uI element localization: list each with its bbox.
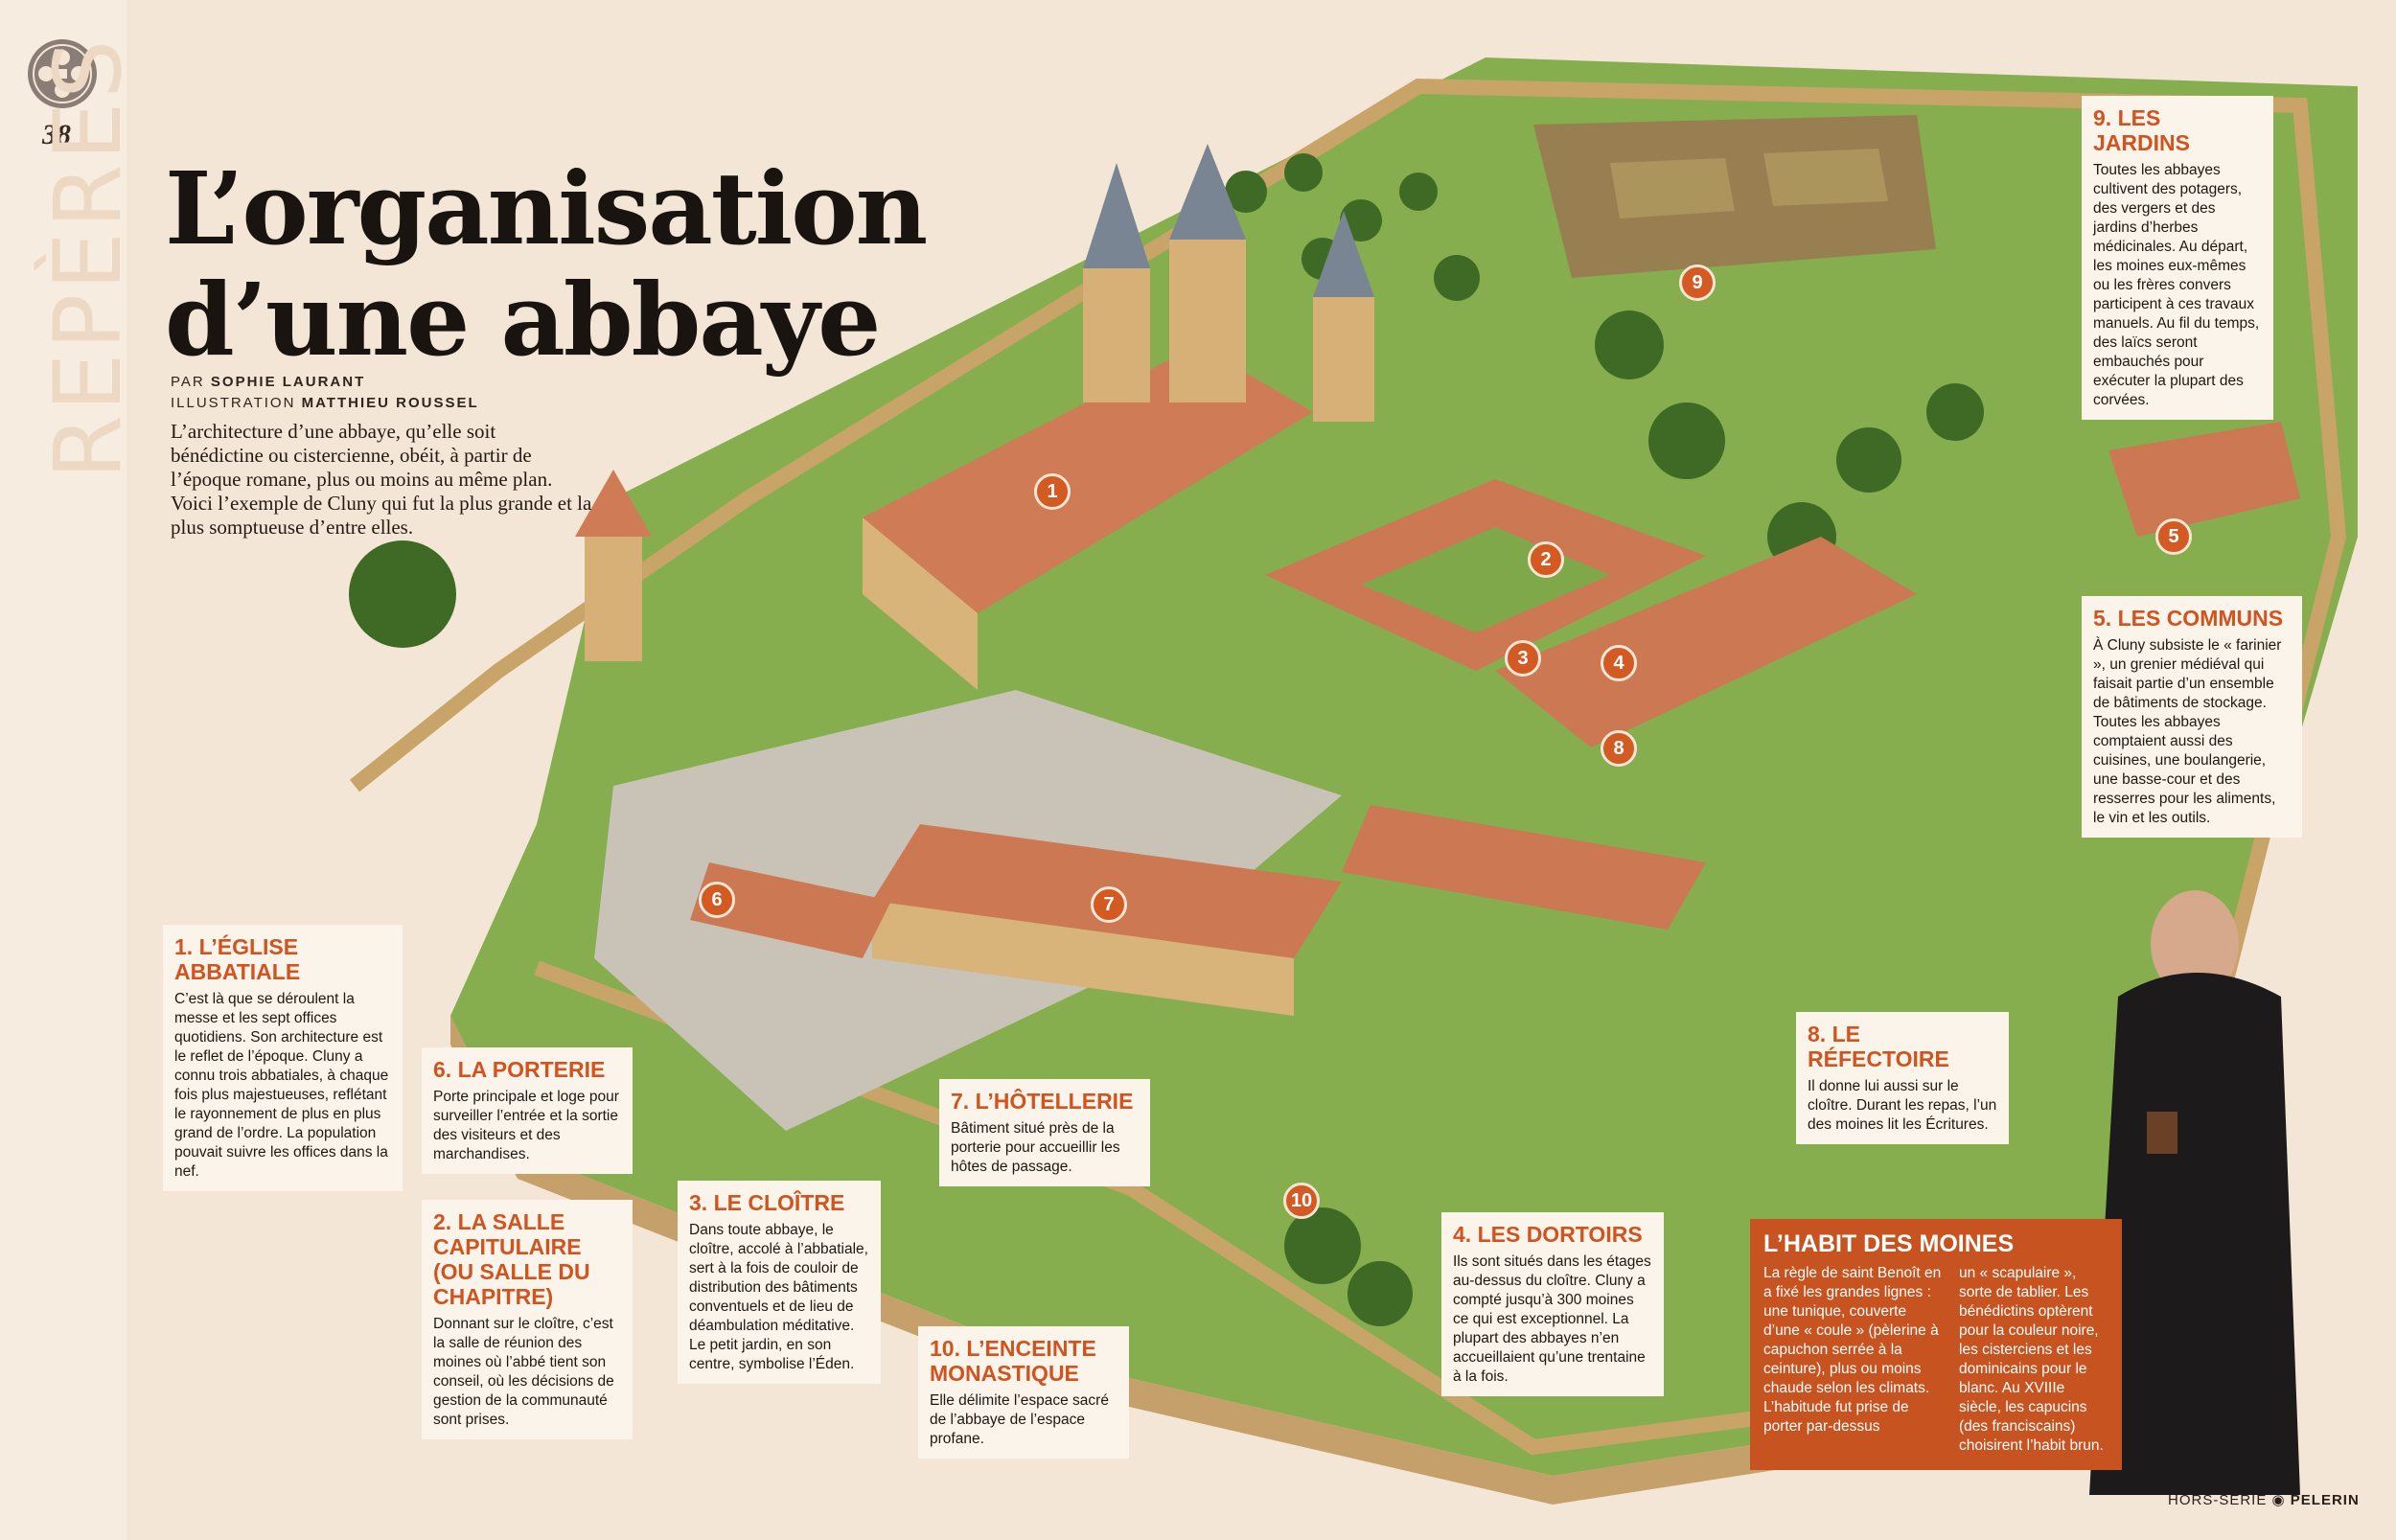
- page-title-line-2: d’une abbaye: [165, 261, 881, 379]
- info-dortoirs-title: 4. LES DORTOIRS: [1453, 1222, 1643, 1247]
- info-jardins: 9. LES JARDINS Toutes les abbayes cultiv…: [2082, 96, 2273, 420]
- info-communs-text: À Cluny subsiste le « farinier », un gre…: [2093, 637, 2282, 826]
- info-refectoire-title: 8. LE RÉFECTOIRE: [1808, 1022, 1949, 1071]
- info-cloitre-text: Dans toute abbaye, le cloître, accolé à …: [689, 1222, 868, 1372]
- church-towers: [1083, 144, 1374, 422]
- marker-3: 3: [1505, 640, 1541, 677]
- info-cloitre-title: 3. LE CLOÎTRE: [689, 1190, 845, 1215]
- monk-figure: [2089, 890, 2300, 1495]
- info-jardins-title: 9. LES JARDINS: [2093, 105, 2190, 155]
- marker-10: 10: [1283, 1183, 1320, 1219]
- info-communs: 5. LES COMMUNS À Cluny subsiste le « far…: [2082, 596, 2302, 838]
- commons: [2108, 422, 2300, 537]
- marker-1: 1: [1034, 473, 1071, 510]
- credits: PAR SOPHIE LAURANT ILLUSTRATION MATTHIEU…: [171, 372, 479, 414]
- magazine-footer: HORS-SÉRIE ◉ PELERIN: [2168, 1492, 2360, 1508]
- info-dortoirs: 4. LES DORTOIRS Ils sont situés dans les…: [1441, 1212, 1664, 1396]
- info-jardins-text: Toutes les abbayes cultivent des potager…: [2093, 162, 2260, 408]
- info-eglise-abbatiale-text: C’est là que se déroulent la messe et le…: [174, 991, 389, 1180]
- info-eglise-abbatiale-title: 1. L’ÉGLISE ABBATIALE: [174, 934, 301, 984]
- illustrator-name: MATTHIEU ROUSSEL: [301, 395, 479, 411]
- info-communs-title: 5. LES COMMUNS: [2093, 606, 2284, 631]
- page-title: L’organisation d’une abbaye: [165, 149, 928, 379]
- info-hotellerie: 7. L’HÔTELLERIE Bâtiment situé près de l…: [939, 1079, 1150, 1186]
- marker-9: 9: [1679, 264, 1716, 301]
- footer-label: HORS-SÉRIE: [2168, 1492, 2268, 1508]
- info-hotellerie-text: Bâtiment situé près de la porterie pour …: [951, 1120, 1120, 1175]
- info-porterie: 6. LA PORTERIE Porte principale et loge …: [422, 1047, 633, 1174]
- info-hotellerie-title: 7. L’HÔTELLERIE: [951, 1089, 1134, 1114]
- info-eglise-abbatiale: 1. L’ÉGLISE ABBATIALE C’est là que se dé…: [163, 925, 403, 1191]
- author-prefix: PAR: [171, 374, 205, 390]
- marker-7: 7: [1091, 886, 1127, 923]
- info-salle-capitulaire: 2. LA SALLE CAPITULAIRE (OU SALLE DU CHA…: [422, 1200, 633, 1439]
- info-habit-moines-col2: un « scapulaire », sorte de tablier. Les…: [1959, 1265, 2104, 1454]
- south-range: [1342, 805, 1706, 930]
- intro-paragraph: L’architecture d’une abbaye, qu’elle soi…: [171, 420, 592, 539]
- info-salle-capitulaire-title: 2. LA SALLE CAPITULAIRE (OU SALLE DU CHA…: [433, 1209, 590, 1309]
- marker-6: 6: [699, 882, 735, 918]
- marker-8: 8: [1601, 730, 1637, 767]
- gardens: [1533, 115, 1936, 278]
- info-habit-moines-col1: La règle de saint Benoît en a fixé les g…: [1763, 1265, 1942, 1435]
- info-habit-moines: L’HABIT DES MOINES La règle de saint Ben…: [1750, 1219, 2122, 1470]
- marker-5: 5: [2155, 518, 2192, 555]
- illustration-prefix: ILLUSTRATION: [171, 395, 296, 411]
- info-salle-capitulaire-text: Donnant sur le cloître, c’est la salle d…: [433, 1316, 614, 1428]
- info-refectoire: 8. LE RÉFECTOIRE Il donne lui aussi sur …: [1796, 1012, 2009, 1144]
- info-enceinte-monastique-title: 10. L’ENCEINTE MONASTIQUE: [930, 1336, 1096, 1386]
- east-wing: [1495, 537, 1917, 747]
- author-name: SOPHIE LAURANT: [210, 374, 366, 390]
- page-number: 38: [42, 119, 71, 150]
- marker-2: 2: [1528, 541, 1564, 578]
- footer-brand: PELERIN: [2290, 1492, 2360, 1508]
- section-emblem-icon: [28, 39, 97, 108]
- section-label: REPÈRES: [35, 35, 142, 479]
- info-refectoire-text: Il donne lui aussi sur le cloître. Duran…: [1808, 1078, 1997, 1133]
- porterie: [690, 862, 891, 958]
- marker-4: 4: [1601, 645, 1637, 681]
- page-title-line-1: L’organisation: [165, 149, 928, 267]
- info-enceinte-monastique-text: Elle délimite l’espace sacré de l’abbaye…: [930, 1392, 1109, 1447]
- margin-column: 38 REPÈRES: [0, 0, 142, 1540]
- church-nave: [863, 345, 1313, 613]
- info-cloitre: 3. LE CLOÎTRE Dans toute abbaye, le cloî…: [678, 1181, 881, 1384]
- info-habit-moines-title: L’HABIT DES MOINES: [1763, 1230, 2015, 1257]
- info-porterie-text: Porte principale et loge pour surveiller…: [433, 1089, 619, 1162]
- info-dortoirs-text: Ils sont situés dans les étages au-dessu…: [1453, 1253, 1651, 1385]
- info-enceinte-monastique: 10. L’ENCEINTE MONASTIQUE Elle délimite …: [918, 1326, 1129, 1459]
- info-porterie-title: 6. LA PORTERIE: [433, 1057, 606, 1082]
